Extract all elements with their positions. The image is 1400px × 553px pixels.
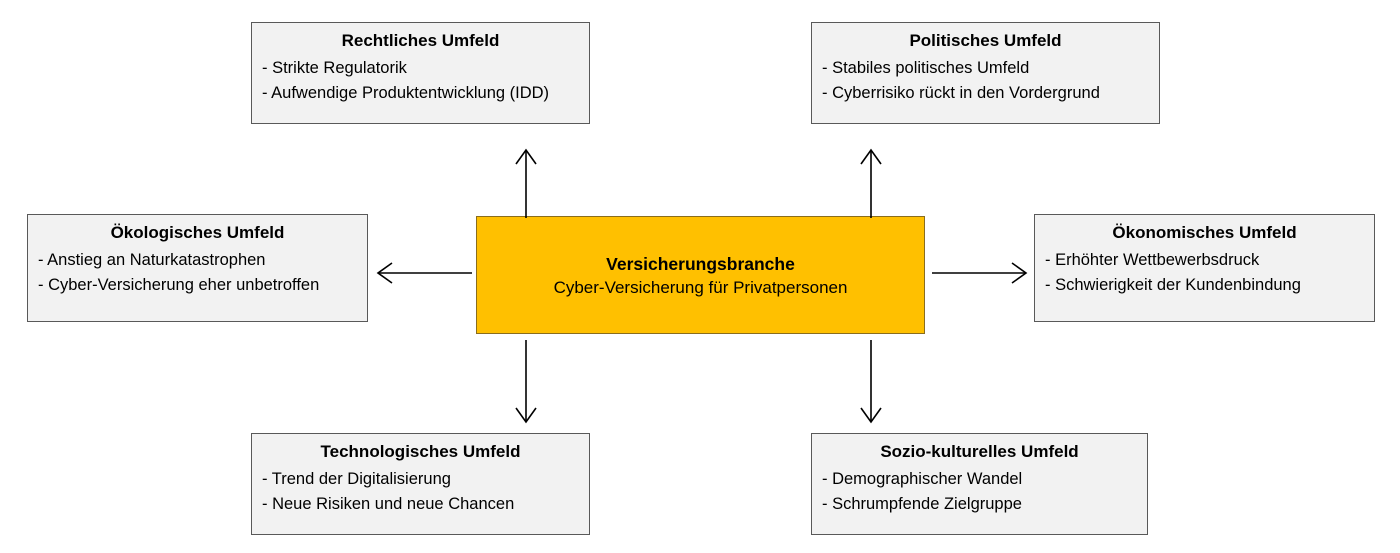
node-sociocultural[interactable]: Sozio-kulturelles Umfeld - Demographisch…	[811, 433, 1148, 535]
arrow-center-to-technological	[515, 340, 537, 424]
arrow-center-to-political	[860, 148, 882, 218]
arrow-center-to-economic	[932, 262, 1028, 284]
node-sociocultural-title: Sozio-kulturelles Umfeld	[880, 442, 1079, 461]
node-legal-bullet-2: - Aufwendige Produktentwicklung (IDD)	[262, 83, 550, 102]
node-sociocultural-bullets: - Demographischer Wandel - Schrumpfende …	[822, 467, 1137, 517]
node-technological-bullets: - Trend der Digitalisierung - Neue Risik…	[262, 467, 579, 517]
node-legal[interactable]: Rechtliches Umfeld - Strikte Regulatorik…	[251, 22, 590, 124]
node-economic-bullets: - Erhöhter Wettbewerbsdruck - Schwierigk…	[1045, 248, 1364, 298]
node-center-subtitle: Cyber-Versicherung für Privatpersonen	[553, 278, 848, 298]
node-sociocultural-bullet-1: - Demographischer Wandel	[822, 469, 1023, 488]
arrow-center-to-sociocultural	[860, 340, 882, 424]
node-political-bullets: - Stabiles politisches Umfeld - Cyberris…	[822, 56, 1149, 106]
arrow-center-to-ecological	[376, 262, 472, 284]
node-political[interactable]: Politisches Umfeld - Stabiles politische…	[811, 22, 1160, 124]
node-economic-bullet-1: - Erhöhter Wettbewerbsdruck	[1045, 250, 1260, 269]
node-technological-bullet-1: - Trend der Digitalisierung	[262, 469, 451, 488]
node-technological[interactable]: Technologisches Umfeld - Trend der Digit…	[251, 433, 590, 535]
node-political-title: Politisches Umfeld	[909, 31, 1062, 50]
node-legal-title: Rechtliches Umfeld	[341, 31, 500, 50]
node-ecological-bullets: - Anstieg an Naturkatastrophen - Cyber-V…	[38, 248, 357, 298]
node-technological-title: Technologisches Umfeld	[320, 442, 521, 461]
node-ecological-bullet-2: - Cyber-Versicherung eher unbetroffen	[38, 275, 320, 294]
node-sociocultural-bullet-2: - Schrumpfende Zielgruppe	[822, 494, 1022, 513]
node-political-bullet-2: - Cyberrisiko rückt in den Vordergrund	[822, 83, 1100, 102]
node-center-title: Versicherungsbranche	[606, 253, 795, 274]
node-ecological-bullet-1: - Anstieg an Naturkatastrophen	[38, 250, 266, 269]
node-economic[interactable]: Ökonomisches Umfeld - Erhöhter Wettbewer…	[1034, 214, 1375, 322]
node-ecological-title: Ökologisches Umfeld	[110, 223, 285, 242]
node-economic-title: Ökonomisches Umfeld	[1112, 223, 1297, 242]
node-ecological[interactable]: Ökologisches Umfeld - Anstieg an Naturka…	[27, 214, 368, 322]
node-legal-bullets: - Strikte Regulatorik - Aufwendige Produ…	[262, 56, 579, 106]
node-legal-bullet-1: - Strikte Regulatorik	[262, 58, 407, 77]
node-technological-bullet-2: - Neue Risiken und neue Chancen	[262, 494, 515, 513]
arrow-center-to-legal	[515, 148, 537, 218]
node-political-bullet-1: - Stabiles politisches Umfeld	[822, 58, 1030, 77]
node-center-insurance-industry[interactable]: Versicherungsbranche Cyber-Versicherung …	[476, 216, 925, 334]
node-economic-bullet-2: - Schwierigkeit der Kundenbindung	[1045, 275, 1301, 294]
